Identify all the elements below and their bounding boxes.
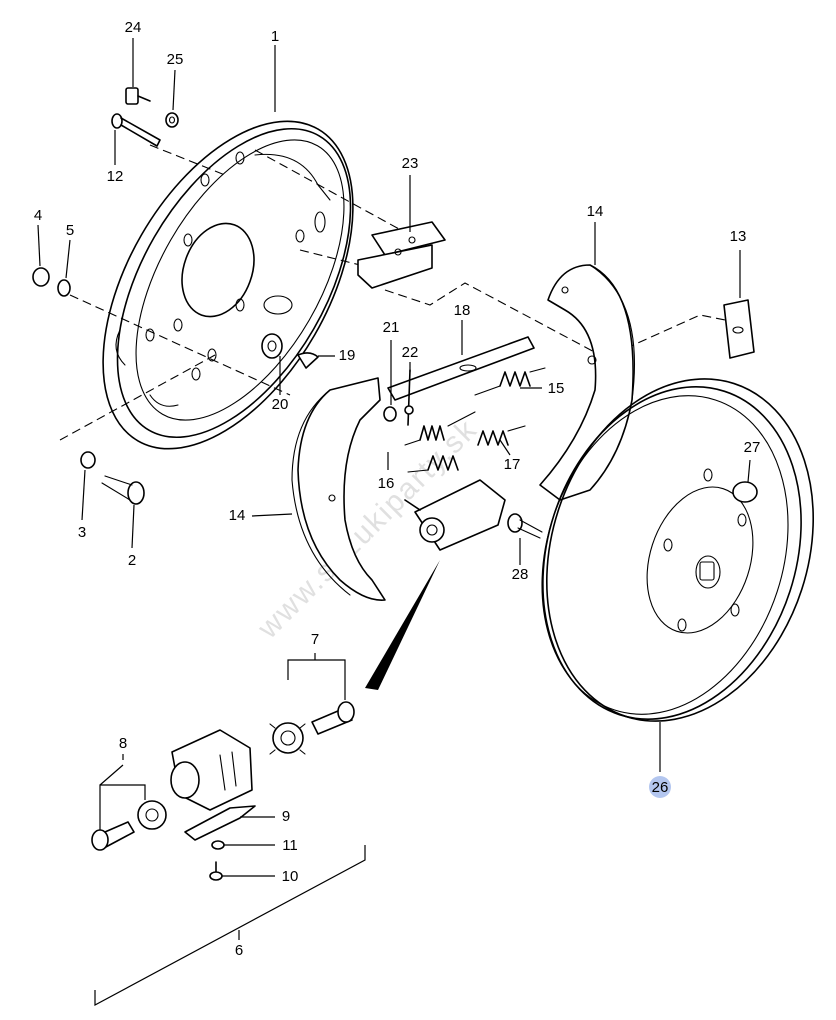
leader-25 — [172, 69, 176, 111]
leader-14b — [251, 513, 293, 517]
part-label-27[interactable]: 27 — [744, 439, 761, 456]
part-label-19[interactable]: 19 — [339, 347, 356, 364]
group-bracket-6 — [94, 845, 366, 1007]
detail-pointer — [365, 560, 440, 690]
assembly-line — [254, 149, 411, 236]
assembly-line — [299, 249, 361, 266]
screw-10[interactable] — [209, 861, 223, 881]
part-label-10[interactable]: 10 — [282, 868, 299, 885]
bleeder-bolt-7[interactable] — [311, 701, 355, 735]
part-label-16[interactable]: 16 — [378, 475, 395, 492]
part-label-15[interactable]: 15 — [548, 380, 565, 397]
brake-drum-26[interactable] — [502, 344, 836, 756]
washer-25[interactable] — [165, 112, 179, 128]
part-label-14-right[interactable]: 14 — [587, 203, 604, 220]
leader-5 — [65, 239, 71, 279]
adjuster-20[interactable] — [261, 333, 283, 359]
washer-3[interactable] — [80, 451, 96, 469]
brake-shoe-left[interactable] — [291, 377, 386, 601]
leader-8 — [99, 754, 146, 830]
leader-3 — [81, 469, 86, 521]
part-label-24[interactable]: 24 — [125, 19, 142, 36]
adjuster-wheel-8[interactable] — [137, 800, 167, 830]
part-label-7[interactable]: 7 — [311, 631, 319, 648]
part-label-1[interactable]: 1 — [271, 28, 279, 45]
part-label-8[interactable]: 8 — [119, 735, 127, 752]
part-label-9[interactable]: 9 — [282, 808, 290, 825]
part-label-14-left[interactable]: 14 — [229, 507, 246, 524]
pin-22[interactable] — [404, 369, 414, 426]
clip-19[interactable] — [297, 352, 319, 369]
bolt-8[interactable] — [91, 821, 135, 851]
nut-4[interactable] — [32, 267, 50, 287]
leader-7 — [287, 653, 346, 700]
backing-plate[interactable] — [51, 79, 404, 491]
part-label-6[interactable]: 6 — [235, 942, 243, 959]
wheel-cylinder-installed[interactable] — [404, 479, 506, 551]
bolt-24[interactable] — [125, 87, 151, 105]
assembly-line — [59, 354, 216, 441]
part-label-25[interactable]: 25 — [167, 51, 184, 68]
leader-4 — [37, 224, 41, 267]
part-label-21[interactable]: 21 — [383, 319, 400, 336]
part-label-28[interactable]: 28 — [512, 566, 529, 583]
anchor-plate-23[interactable] — [357, 221, 446, 289]
cylinder-body[interactable] — [170, 729, 253, 811]
assembly-line — [69, 294, 291, 396]
part-label-26[interactable]: 26 — [652, 779, 669, 796]
spring-17[interactable] — [477, 425, 526, 446]
part-label-20[interactable]: 20 — [272, 396, 289, 413]
part-label-13[interactable]: 13 — [730, 228, 747, 245]
leader-27 — [747, 459, 751, 483]
washer-5[interactable] — [57, 279, 71, 297]
brake-shoe-right[interactable] — [539, 264, 635, 501]
washer-11[interactable] — [211, 840, 225, 850]
adjuster-wheel-7[interactable] — [269, 722, 306, 755]
spring-15[interactable] — [474, 367, 546, 396]
part-label-23[interactable]: 23 — [402, 155, 419, 172]
part-label-5[interactable]: 5 — [66, 222, 74, 239]
part-label-12[interactable]: 12 — [107, 168, 124, 185]
selected-part-highlight — [649, 776, 671, 798]
leader-2 — [131, 504, 135, 549]
bolt-12[interactable] — [111, 113, 161, 147]
drum-plug-27[interactable] — [732, 481, 758, 503]
part-label-3[interactable]: 3 — [78, 524, 86, 541]
spring-16[interactable] — [404, 411, 476, 473]
plug-13[interactable] — [723, 299, 755, 359]
part-label-2[interactable]: 2 — [128, 552, 136, 569]
leader-17 — [499, 439, 511, 456]
bolt-28[interactable] — [507, 513, 543, 539]
strut-18[interactable] — [387, 336, 535, 401]
bolt-2[interactable] — [101, 475, 145, 505]
assembly-line — [149, 144, 226, 176]
washer-21[interactable] — [383, 406, 397, 422]
part-label-11[interactable]: 11 — [282, 837, 298, 854]
part-label-22[interactable]: 22 — [402, 344, 419, 361]
part-label-18[interactable]: 18 — [454, 302, 471, 319]
part-label-17[interactable]: 17 — [504, 456, 521, 473]
plate-9[interactable] — [184, 805, 256, 841]
part-label-4[interactable]: 4 — [34, 207, 42, 224]
